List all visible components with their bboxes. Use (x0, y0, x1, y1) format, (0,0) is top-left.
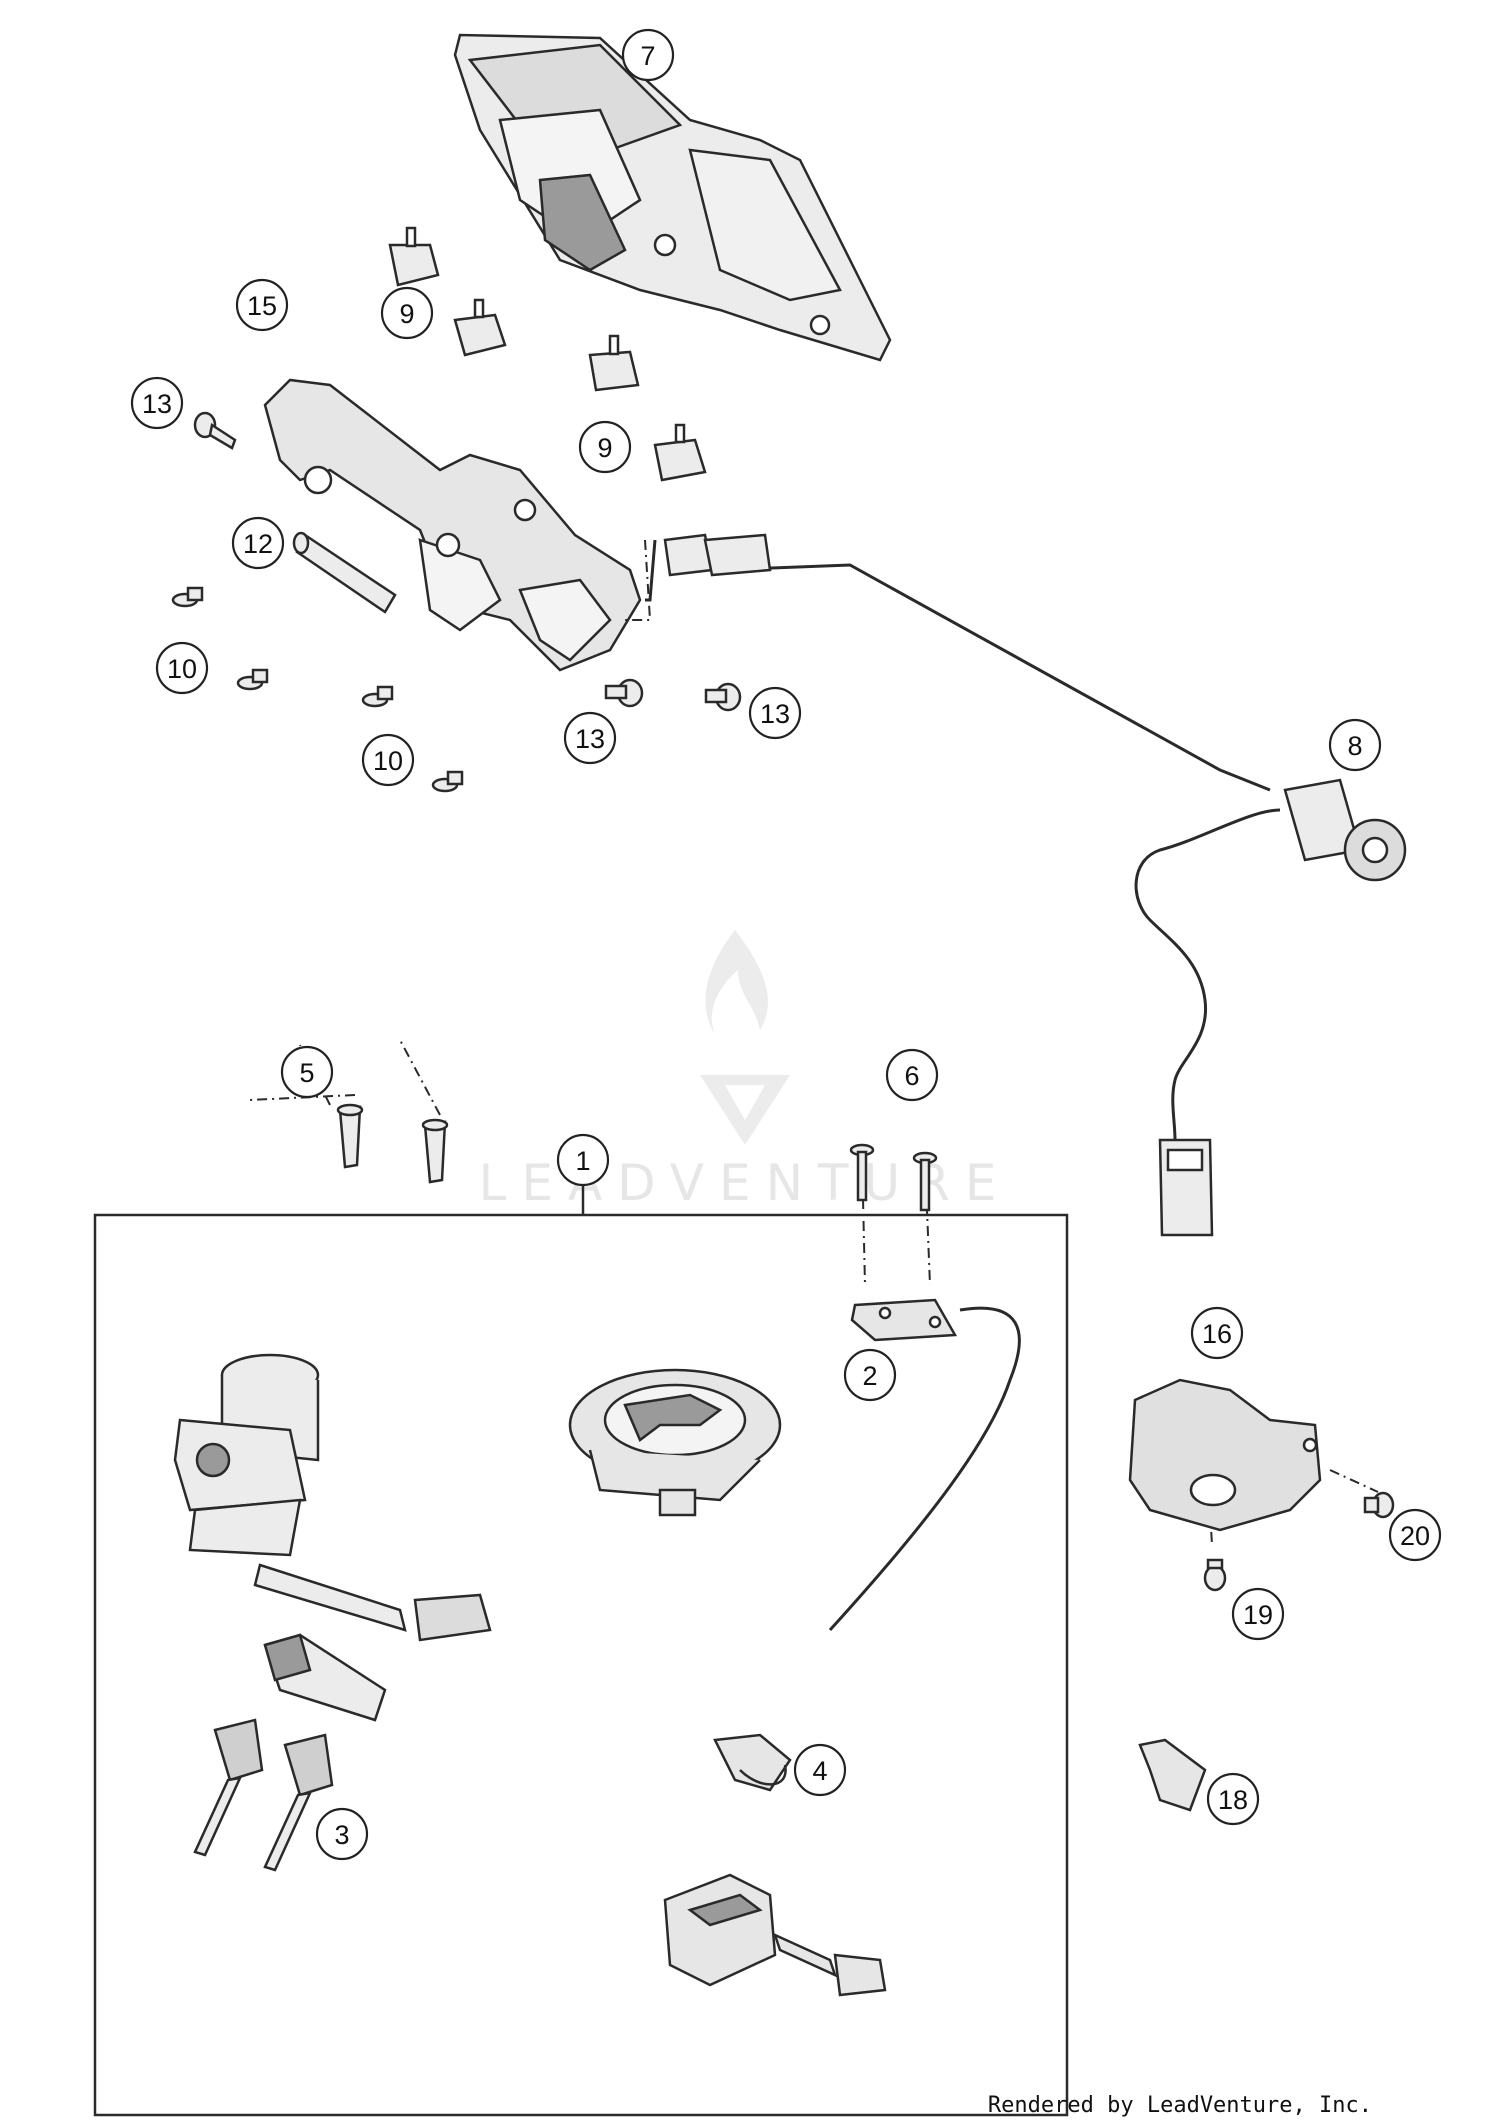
callout-7[interactable]: 7 (621, 28, 675, 82)
screw-10-a (171, 586, 204, 608)
callout-15[interactable]: 15 (235, 278, 289, 332)
screw-13-mid (604, 678, 644, 708)
damper-4 (653, 423, 707, 482)
callout-15-label: 15 (247, 291, 277, 321)
callout-12[interactable]: 12 (231, 516, 285, 570)
callout-12-label: 12 (243, 529, 273, 559)
sensor-plate-part[interactable] (850, 1298, 958, 1342)
dashboard-display-part[interactable] (453, 33, 892, 362)
callout-18[interactable]: 18 (1206, 1772, 1260, 1826)
callout-10-left[interactable]: 10 (155, 641, 209, 695)
callout-5[interactable]: 5 (280, 1045, 334, 1099)
screw-10-c (361, 685, 394, 708)
callout-9-upper-label: 9 (399, 299, 414, 329)
callout-18-label: 18 (1218, 1785, 1248, 1815)
callout-16-label: 16 (1202, 1319, 1232, 1349)
kit-boundary-box (93, 1213, 1069, 2117)
ignition-lock-part[interactable] (173, 1353, 492, 1642)
key-fob-part[interactable] (263, 1633, 387, 1722)
sleeve-part[interactable] (292, 531, 397, 614)
callout-3-label: 3 (334, 1820, 349, 1850)
clip-18-part[interactable] (1138, 1738, 1207, 1812)
callout-20-label: 20 (1400, 1521, 1430, 1551)
callout-6[interactable]: 6 (885, 1048, 939, 1102)
screw-13-right (704, 682, 742, 712)
callout-16[interactable]: 16 (1190, 1306, 1244, 1360)
screw-10-b (236, 668, 269, 691)
cover-screw-20[interactable] (1363, 1491, 1395, 1519)
fuel-cap-screws-6[interactable] (849, 1143, 938, 1212)
callout-4[interactable]: 4 (793, 1743, 847, 1797)
screw-13-left (193, 411, 237, 450)
harness-part[interactable] (645, 539, 1281, 1141)
callout-1-label: 1 (575, 1146, 590, 1176)
clip-part[interactable] (713, 1733, 792, 1792)
callout-9-upper[interactable]: 9 (380, 286, 434, 340)
callout-9-lower[interactable]: 9 (578, 420, 632, 474)
harness-connector-top[interactable] (663, 533, 772, 577)
callout-5-label: 5 (299, 1058, 314, 1088)
callout-13-mid-label: 13 (575, 724, 605, 754)
damper-parts[interactable] (388, 226, 707, 482)
callout-10-bottom-label: 10 (373, 746, 403, 776)
damper-2 (453, 298, 507, 357)
damper-3 (588, 334, 640, 392)
harness-plug-bottom[interactable] (1158, 1138, 1214, 1237)
instrument-bracket-part[interactable] (263, 378, 642, 672)
render-credit: Rendered by LeadVenture, Inc. (987, 2093, 1372, 2118)
callout-10-bottom[interactable]: 10 (361, 733, 415, 787)
screw-10-d (431, 770, 464, 793)
callout-4-label: 4 (812, 1756, 827, 1786)
callout-7-label: 7 (640, 41, 655, 71)
callout-3[interactable]: 3 (315, 1807, 369, 1861)
callout-8[interactable]: 8 (1328, 718, 1382, 772)
bracket-guide-lines (625, 539, 652, 621)
callout-19-label: 19 (1243, 1600, 1273, 1630)
callout-2[interactable]: 2 (843, 1348, 897, 1402)
ignition-screws-5[interactable] (336, 1103, 449, 1184)
callout-20[interactable]: 20 (1388, 1508, 1442, 1562)
fuel-cap-part[interactable] (568, 1368, 782, 1517)
callout-2-label: 2 (862, 1361, 877, 1391)
callout-10-left-label: 10 (167, 654, 197, 684)
callout-8-label: 8 (1347, 731, 1362, 761)
harness-socket-8[interactable] (1283, 778, 1407, 882)
callout-13-mid[interactable]: 13 (563, 711, 617, 765)
callout-13-right-label: 13 (760, 699, 790, 729)
callout-13-right[interactable]: 13 (748, 686, 802, 740)
callout-19[interactable]: 19 (1231, 1587, 1285, 1641)
keys-part[interactable] (193, 1718, 334, 1872)
screw-parts[interactable] (171, 411, 742, 793)
sensor-cable-part[interactable] (828, 1306, 1021, 1632)
callout-13-left-label: 13 (142, 389, 172, 419)
callout-1[interactable]: 1 (556, 1133, 610, 1187)
cover-screw-19[interactable] (1203, 1558, 1227, 1592)
leadventure-watermark-logo (700, 930, 790, 1145)
callout-6-label: 6 (904, 1061, 919, 1091)
damper-1 (388, 226, 440, 287)
callout-9-lower-label: 9 (597, 433, 612, 463)
ignition-cover-part[interactable] (1128, 1378, 1322, 1532)
immobilizer-module-part[interactable] (663, 1873, 887, 1997)
callout-13-left[interactable]: 13 (130, 376, 184, 430)
